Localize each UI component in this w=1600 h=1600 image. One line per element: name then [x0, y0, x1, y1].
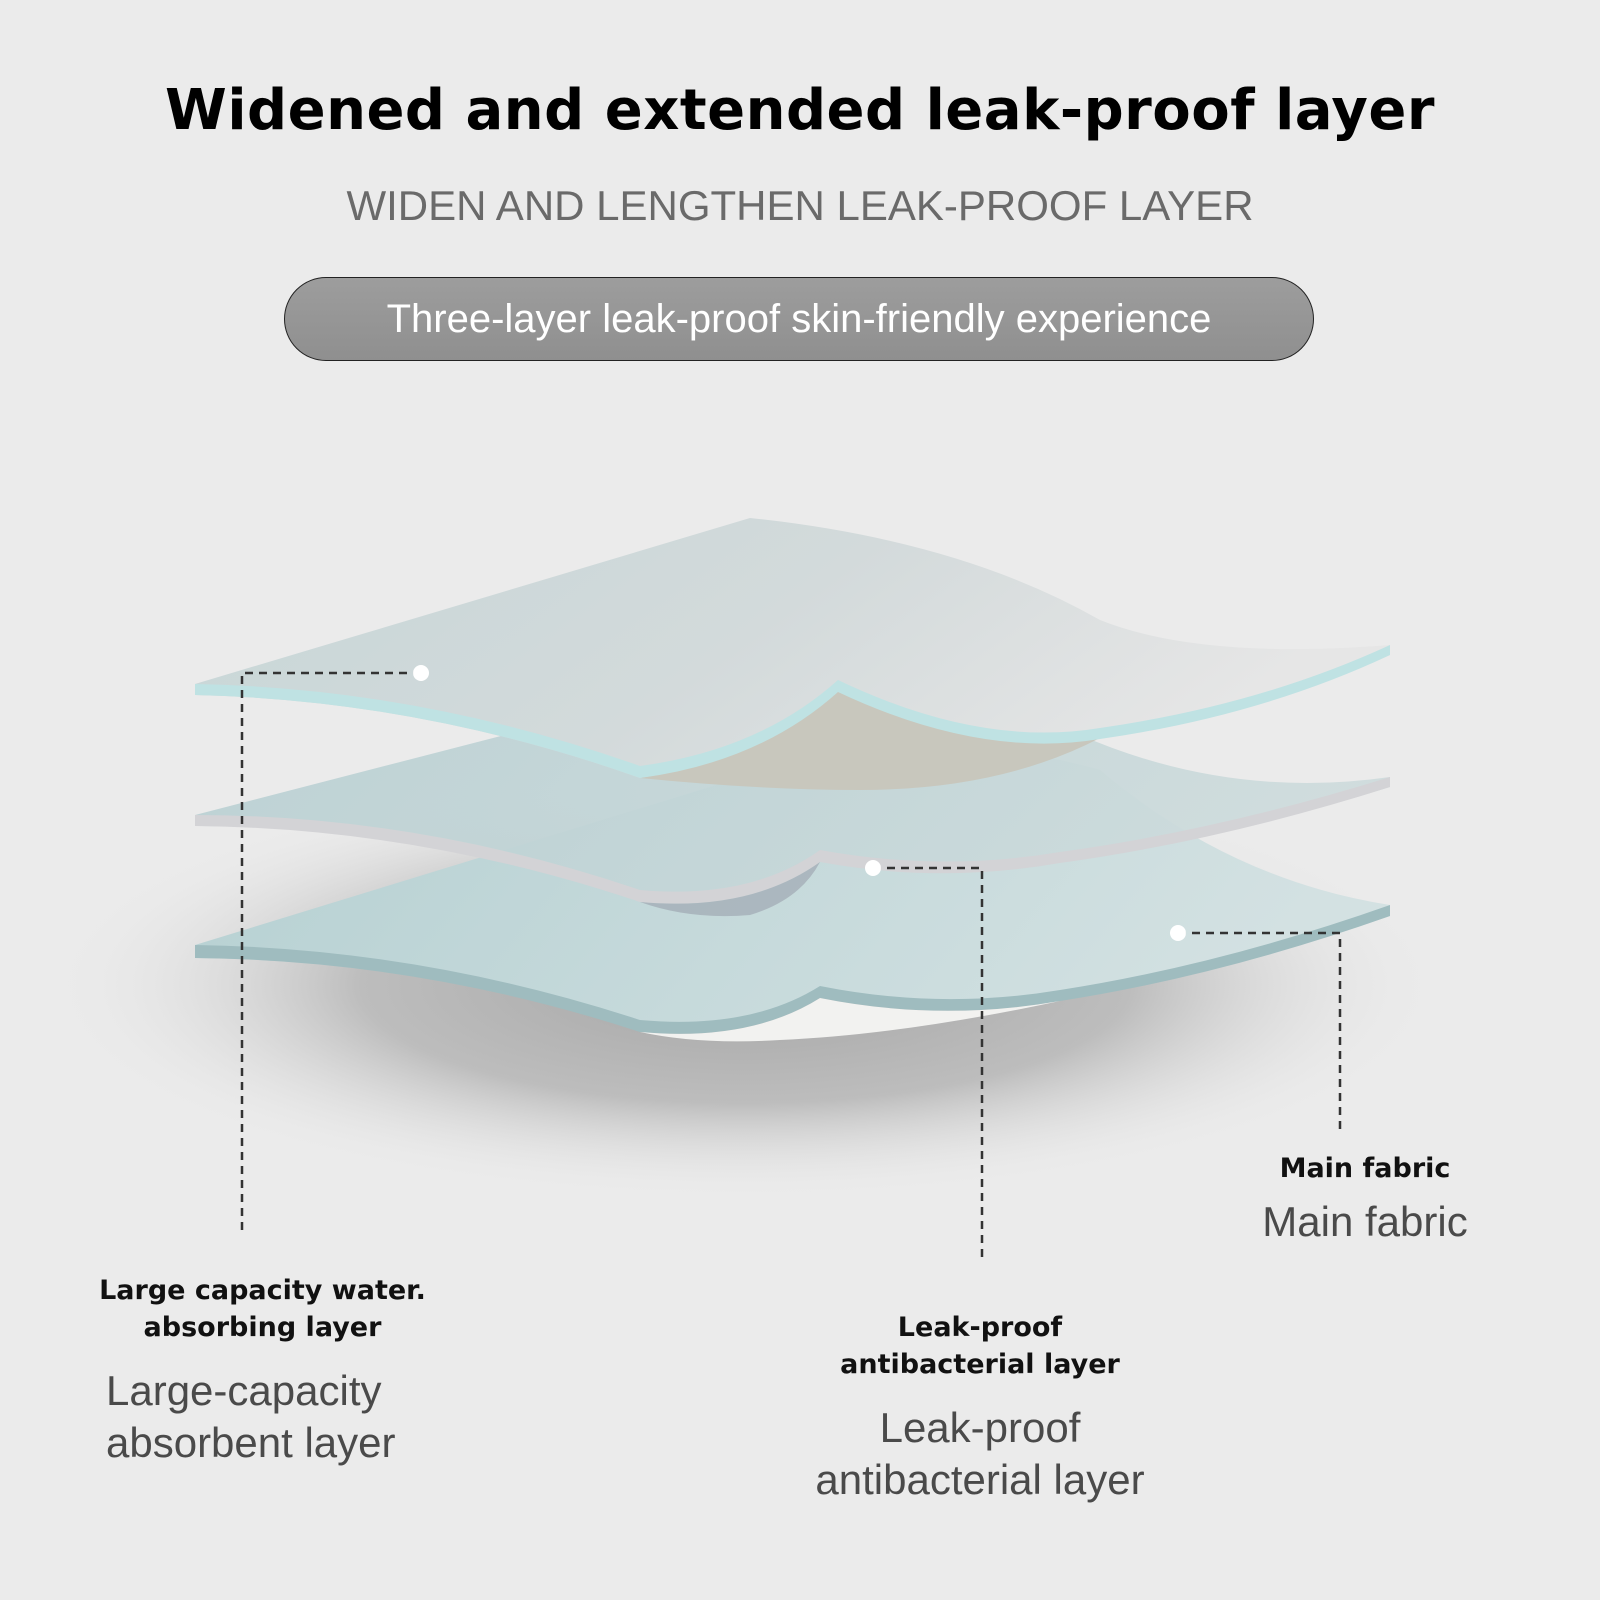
leak-proof-small-line-2: antibacterial layer [840, 1349, 1120, 1380]
page-title: Widened and extended leak-proof layer [165, 78, 1435, 143]
absorbent-small-line-2: absorbing layer [143, 1312, 382, 1343]
callout-leak-proof [865, 860, 984, 1263]
callout-main-fabric [1170, 925, 1342, 1130]
absorbent-big-line-2: absorbent layer [106, 1419, 396, 1466]
leak-proof-big-label: Leak-proof antibacterial layer [780, 1402, 1180, 1506]
callout-dot-main-fabric [1170, 925, 1186, 941]
main-fabric-big-line-1: Main fabric [1262, 1198, 1468, 1245]
callout-dot-absorbent [413, 665, 429, 681]
callout-dot-leak-proof [865, 860, 881, 876]
leak-proof-small-line-1: Leak-proof [897, 1312, 1063, 1343]
absorbent-small-line-1: Large capacity water. [99, 1275, 426, 1306]
absorbent-small-label: Large capacity water. absorbing layer [80, 1272, 445, 1346]
main-fabric-small-label: Main fabric [1230, 1150, 1500, 1187]
leak-proof-small-label: Leak-proof antibacterial layer [800, 1309, 1160, 1383]
leak-proof-big-line-2: antibacterial layer [815, 1456, 1145, 1503]
feature-pill: Three-layer leak-proof skin-friendly exp… [284, 277, 1314, 361]
absorbent-big-label: Large-capacity absorbent layer [106, 1365, 486, 1469]
leak-proof-big-line-1: Leak-proof [879, 1404, 1081, 1451]
absorbent-big-line-1: Large-capacity [106, 1367, 382, 1414]
callout-absorbent [240, 665, 429, 1230]
main-fabric-small-line-1: Main fabric [1279, 1153, 1451, 1184]
page-subtitle: WIDEN AND LENGTHEN LEAK-PROOF LAYER [346, 182, 1254, 229]
feature-pill-text: Three-layer leak-proof skin-friendly exp… [386, 296, 1212, 341]
absorbent-sheet [195, 518, 1390, 790]
main-fabric-big-label: Main fabric [1230, 1196, 1500, 1248]
